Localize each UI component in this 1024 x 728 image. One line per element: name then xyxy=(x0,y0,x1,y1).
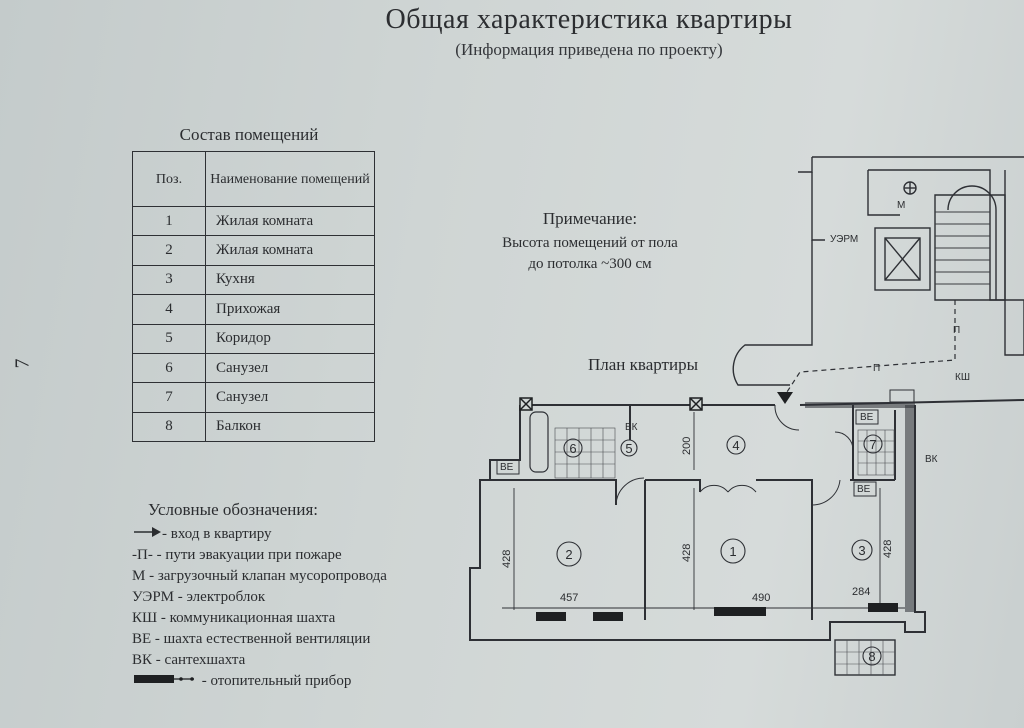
dimension-457: 457 xyxy=(560,592,578,604)
legend-text: - шахта естественной вентиляции xyxy=(151,631,371,647)
legend-symbol: КШ xyxy=(132,610,158,626)
note-label: Примечание: xyxy=(542,209,638,228)
row-name: Прихожая xyxy=(205,294,375,325)
room-number-7: 7 xyxy=(869,437,876,452)
legend-item-plumbing: ВК - сантехшахта xyxy=(132,652,245,669)
legend-item-entrance: - вход в квартиру xyxy=(132,526,272,543)
legend-item-chute: М - загрузочный клапан мусоропровода xyxy=(132,568,387,585)
table-header-row: Поз. Наименование помещений xyxy=(132,151,375,207)
label-be-room7: ВЕ xyxy=(860,412,874,423)
note-block: Примечание: Высота помещений от пола до … xyxy=(470,208,710,275)
row-name: Жилая комната xyxy=(205,205,375,237)
label-bk-corridor: ВК xyxy=(625,422,638,433)
legend-symbol: ВК xyxy=(132,652,153,668)
legend-symbol: -П- xyxy=(132,547,153,563)
room-number-5: 5 xyxy=(625,441,632,456)
room-number-2: 2 xyxy=(565,547,572,562)
label-bk-right: ВК xyxy=(925,454,938,465)
row-pos: 3 xyxy=(132,264,206,296)
entrance-arrow-icon xyxy=(777,392,793,404)
label-m: М xyxy=(897,200,905,211)
entrance-arrow-icon xyxy=(132,526,162,543)
legend-item-electro: УЭРМ - электроблок xyxy=(132,589,265,606)
row-name: Жилая комната xyxy=(205,235,375,266)
legend-item-evacuation: -П- - пути эвакуации при пожаре xyxy=(132,547,342,564)
legend-text: - электроблок xyxy=(174,589,266,605)
row-name: Балкон xyxy=(205,411,375,443)
label-be-left: ВЕ xyxy=(500,462,514,473)
heater-icon xyxy=(132,673,198,690)
row-pos: 7 xyxy=(132,382,206,413)
note-line-2: до потолка ~300 см xyxy=(528,256,652,272)
legend-text: - сантехшахта xyxy=(152,652,246,668)
plan-title: План квартиры xyxy=(588,355,698,374)
dimension-428-right: 428 xyxy=(882,540,894,558)
row-name: Коридор xyxy=(205,323,375,354)
row-name: Санузел xyxy=(205,382,375,413)
room-number-6: 6 xyxy=(569,441,576,456)
dimension-428-left: 428 xyxy=(501,550,513,568)
legend-item-shaft: КШ - коммуникационная шахта xyxy=(132,610,335,627)
legend-symbol: М xyxy=(132,568,146,584)
row-pos: 6 xyxy=(132,352,206,384)
row-pos: 8 xyxy=(132,411,206,443)
legend-text: - загрузочный клапан мусоропровода xyxy=(145,568,387,584)
legend-symbol: УЭРМ xyxy=(132,589,175,605)
row-pos: 4 xyxy=(132,294,206,325)
page-subtitle: (Информация приведена по проекту) xyxy=(455,40,723,59)
label-ksh: КШ xyxy=(955,372,970,383)
legend-symbol: ВЕ xyxy=(132,631,152,647)
legend-text: - отопительный прибор xyxy=(198,673,352,689)
room-number-8: 8 xyxy=(868,649,875,664)
row-name: Кухня xyxy=(205,264,375,296)
dimension-284: 284 xyxy=(852,586,870,598)
legend-text: - коммуникационная шахта xyxy=(157,610,336,626)
dimension-490: 490 xyxy=(752,592,770,604)
room-number-4: 4 xyxy=(732,438,739,453)
row-pos: 1 xyxy=(132,205,206,237)
row-pos: 5 xyxy=(132,323,206,354)
legend-item-heater: - отопительный прибор xyxy=(132,673,351,690)
label-uerm: УЭРМ xyxy=(830,234,858,245)
column-header-pos: Поз. xyxy=(132,151,206,207)
row-pos: 2 xyxy=(132,235,206,266)
column-header-name: Наименование помещений xyxy=(205,151,375,207)
rooms-table-title: Состав помещений xyxy=(179,125,319,144)
page-title: Общая характеристика квартиры xyxy=(385,4,793,35)
legend-title: Условные обозначения: xyxy=(148,500,319,519)
room-number-3: 3 xyxy=(858,543,865,558)
legend-text: - вход в квартиру xyxy=(162,526,272,542)
dimension-428-center: 428 xyxy=(681,544,693,562)
legend-item-ventilation: ВЕ - шахта естественной вентиляции xyxy=(132,631,370,648)
legend-text: - пути эвакуации при пожаре xyxy=(152,547,342,563)
label-be-kitchen: ВЕ xyxy=(857,484,871,495)
label-p-vertical: П xyxy=(953,325,960,336)
row-name: Санузел xyxy=(205,352,375,384)
label-p-horizontal: П xyxy=(873,363,880,374)
dimension-200: 200 xyxy=(681,437,693,455)
note-line-1: Высота помещений от пола xyxy=(502,235,678,251)
room-number-1: 1 xyxy=(729,544,736,559)
